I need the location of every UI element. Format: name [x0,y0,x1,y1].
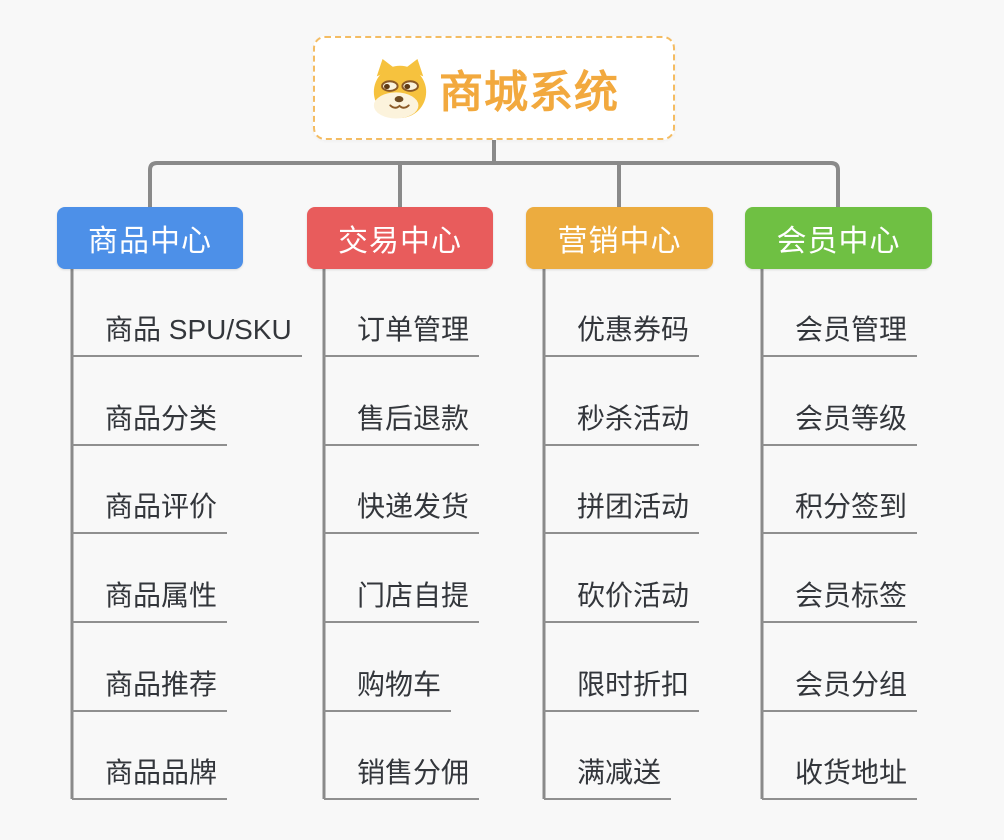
leaf-topic[interactable]: 砍价活动 [544,579,700,623]
leaf-topic[interactable]: 会员标签 [762,579,918,623]
root-topic[interactable]: 商城系统 [313,36,675,140]
leaf-topic[interactable]: 订单管理 [324,313,480,357]
leaf-topic[interactable]: 售后退款 [324,402,480,446]
root-topic-title: 商城系统 [439,68,619,117]
leaf-topic[interactable]: 收货地址 [762,756,918,800]
leaf-topic[interactable]: 商品属性 [72,579,228,623]
leaf-topic[interactable]: 会员管理 [762,313,918,357]
leaf-topic[interactable]: 快递发货 [324,490,480,534]
leaf-topic[interactable]: 商品推荐 [72,668,228,712]
leaf-topic[interactable]: 拼团活动 [544,490,700,534]
leaf-topic[interactable]: 会员分组 [762,668,918,712]
branch-topic-trade-center[interactable]: 交易中心 [307,207,493,269]
leaf-topic[interactable]: 积分签到 [762,490,918,534]
leaf-topic[interactable]: 商品评价 [72,490,228,534]
leaf-topic[interactable]: 秒杀活动 [544,402,700,446]
doge-icon [369,57,431,119]
branch-topic-product-center[interactable]: 商品中心 [57,207,243,269]
leaf-topic[interactable]: 门店自提 [324,579,480,623]
branch-topic-member-center[interactable]: 会员中心 [745,207,932,269]
leaf-topic[interactable]: 满减送 [544,756,672,800]
leaf-topic[interactable]: 会员等级 [762,402,918,446]
branch-topic-marketing-center[interactable]: 营销中心 [526,207,713,269]
leaf-topic[interactable]: 商品分类 [72,402,228,446]
leaf-topic[interactable]: 销售分佣 [324,756,480,800]
leaf-topic[interactable]: 商品 SPU/SKU [72,313,302,357]
leaf-topic[interactable]: 商品品牌 [72,756,228,800]
leaf-topic[interactable]: 限时折扣 [544,668,700,712]
leaf-topic[interactable]: 购物车 [324,668,452,712]
leaf-topic[interactable]: 优惠券码 [544,313,700,357]
